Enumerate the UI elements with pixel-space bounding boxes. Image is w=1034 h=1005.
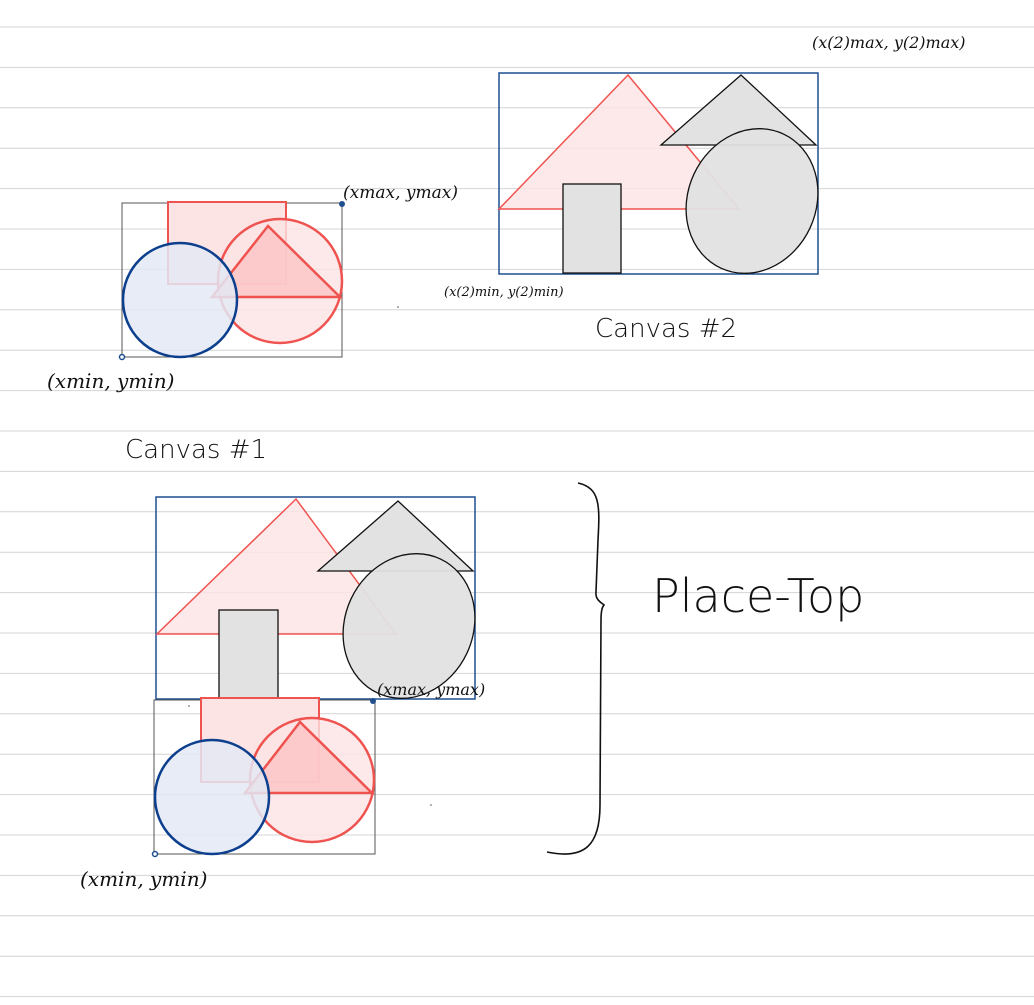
- canvas1-caption: Canvas #1: [125, 435, 267, 465]
- canvas1-max-point: [339, 201, 345, 207]
- canvas1-group: (xmax, ymax) (xmin, ymin) Canvas #1: [47, 183, 458, 465]
- combined-gray-rect: [218, 609, 279, 699]
- combined-max-point: [370, 698, 376, 704]
- canvas1-min-point: [118, 353, 126, 361]
- canvas2-group: (x(2)max, y(2)max) (x(2)min, y(2)min) Ca…: [444, 33, 966, 344]
- canvas2-max-label: (x(2)max, y(2)max): [812, 33, 966, 52]
- canvas2-caption: Canvas #2: [595, 314, 737, 344]
- canvas1-min-label: (xmin, ymin): [47, 369, 174, 393]
- combined-group: (xmax, ymax) (xmin, ymin) Place-Top: [80, 482, 864, 891]
- combined-blue-circle: [153, 738, 271, 856]
- combined-max-label: (xmax, ymax): [377, 680, 485, 699]
- canvas2-frame: [498, 72, 819, 275]
- canvas2-min-label: (x(2)min, y(2)min): [444, 285, 564, 300]
- combined-min-label: (xmin, ymin): [80, 867, 207, 891]
- combined-red-triangle-small: [242, 720, 376, 795]
- canvas1-red-triangle: [209, 224, 344, 299]
- canvas1-blue-circle: [121, 241, 239, 359]
- ink-dot: [397, 306, 399, 308]
- combined-gray-ellipse: [342, 553, 476, 699]
- canvas2-gray-rect: [562, 183, 622, 274]
- ink-dot: [188, 705, 190, 707]
- operation-label: Place-Top: [652, 569, 864, 623]
- canvas2-gray-ellipse: [685, 128, 819, 274]
- combined-min-point: [151, 850, 159, 858]
- canvas1-max-label: (xmax, ymax): [343, 183, 458, 203]
- ink-dot: [430, 804, 432, 806]
- place-top-brace: [546, 482, 606, 855]
